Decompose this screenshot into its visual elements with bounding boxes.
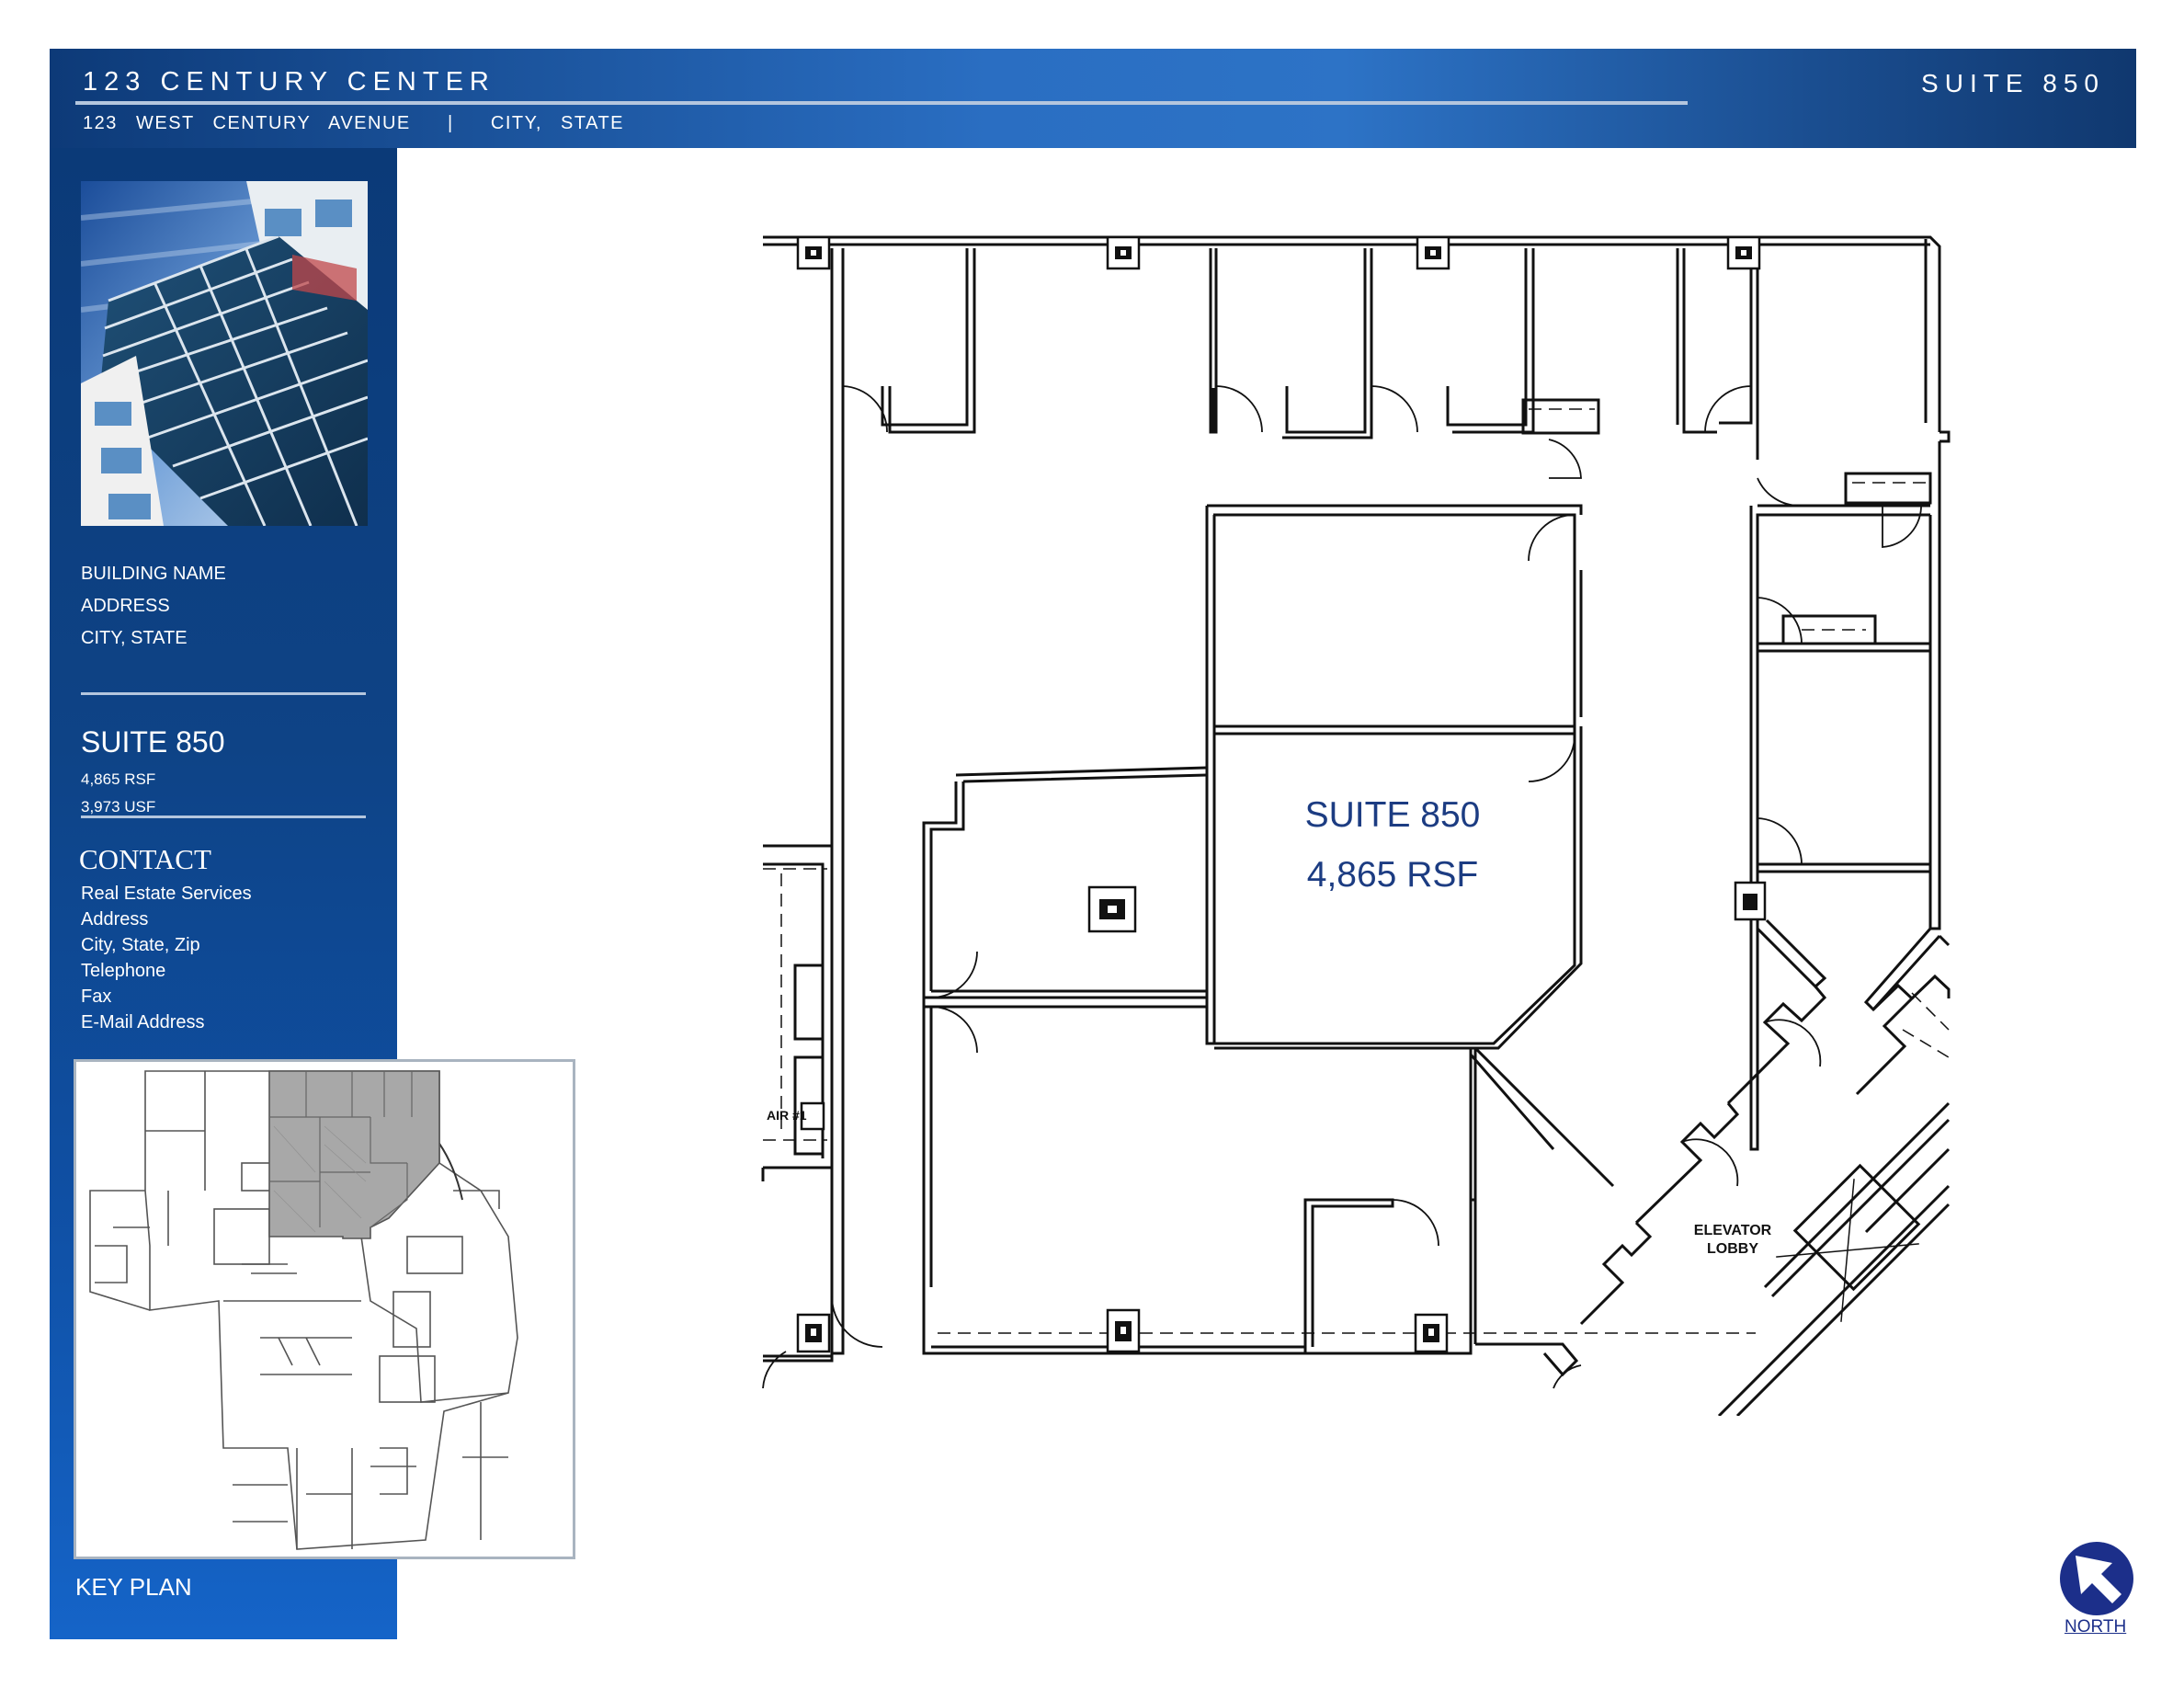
building-name-line: BUILDING NAME [81,564,226,584]
plan-rsf-label: 4,865 RSF [1306,855,1479,895]
sidebar-rule-2 [81,815,366,818]
sidebar-rsf: 4,865 RSF [81,770,156,788]
city-state-line: CITY, STATE [81,628,188,648]
sidebar-suite-name: SUITE 850 [81,725,225,758]
contact-line: Real Estate Services [81,884,252,904]
sidebar-usf: 3,973 USF [81,798,156,815]
plan-suite-label: SUITE 850 [1304,795,1481,835]
floor-plan: ELEVATOR LOBBY AIR #1 SUITE 850 4,865 RS… [754,230,1958,1416]
key-plan [74,1059,575,1559]
north-label: NORTH [2065,1617,2127,1637]
north-arrow-icon [2055,1537,2138,1638]
address-line: ADDRESS [81,596,170,616]
contact-line: Telephone [81,961,166,981]
contact-line: City, State, Zip [81,935,200,955]
contact-line: Fax [81,987,112,1007]
header-rule [75,101,1688,105]
contact-line: Address [81,909,149,930]
header-banner: 123 CENTURY CENTER 123 WEST CENTURY AVEN… [50,49,2136,148]
header-suite: SUITE 850 [1921,69,2105,97]
elevator-lobby-label-1: ELEVATOR [1694,1223,1772,1238]
sidebar-rule-1 [81,692,366,695]
building-photo [81,181,368,526]
stair-label: AIR #1 [767,1108,807,1123]
building-title: 123 CENTURY CENTER [83,67,495,97]
key-plan-label: KEY PLAN [75,1573,192,1601]
contact-heading: CONTACT [79,843,211,875]
building-address: 123 WEST CENTURY AVENUE | CITY, STATE [83,113,625,133]
elevator-lobby-label-2: LOBBY [1707,1241,1758,1257]
contact-line: E-Mail Address [81,1012,205,1032]
